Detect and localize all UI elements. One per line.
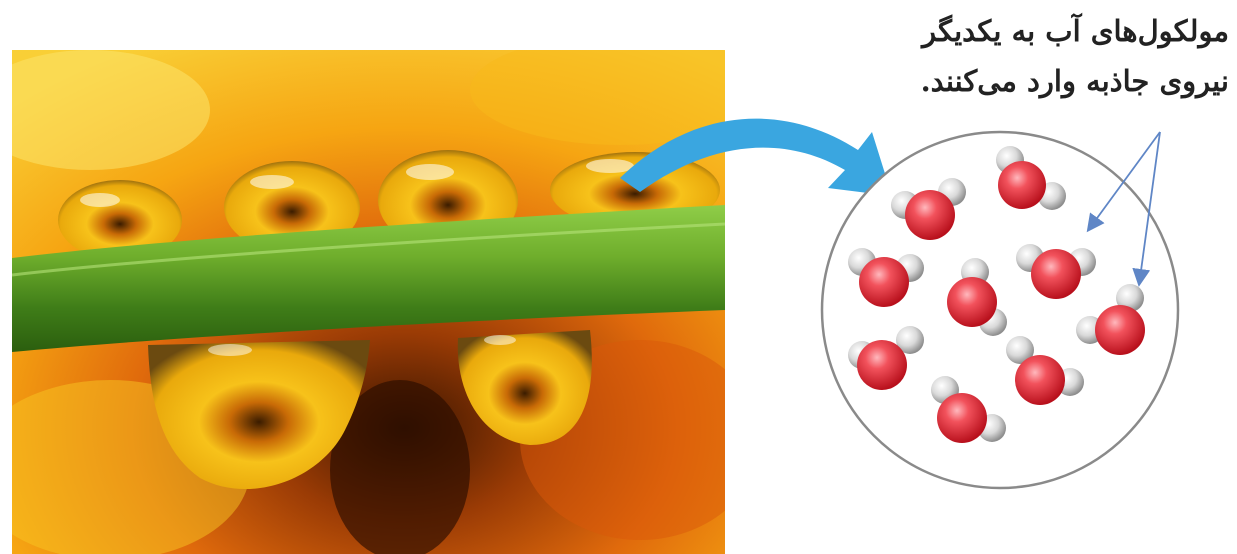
petal-blur [12, 50, 210, 170]
water-molecule [891, 178, 966, 240]
photo-area [12, 50, 725, 554]
water-molecule [1016, 244, 1096, 299]
water-molecule [1076, 284, 1145, 355]
water-molecule [848, 326, 924, 390]
flower-center-blur [330, 380, 470, 554]
water-molecule [931, 376, 1006, 443]
droplet-hanging-1 [148, 340, 370, 490]
caption-line-1: مولکول‌های آب به یکدیگر [922, 14, 1229, 48]
water-molecule [947, 258, 1007, 336]
water-molecule [1006, 336, 1084, 405]
caption-line-2: نیروی جاذبه وارد می‌کنند. [920, 64, 1229, 98]
molecules-circle [820, 130, 1180, 490]
plant-stem [12, 205, 725, 352]
droplet-hanging-2 [457, 330, 592, 445]
water-molecule [848, 248, 924, 307]
droplet-top-1 [58, 180, 182, 260]
water-molecule [996, 146, 1066, 210]
curved-arrow-icon [620, 118, 892, 196]
caption: مولکول‌های آب به یکدیگر نیروی جاذبه وارد… [799, 6, 1229, 106]
pointer-lines [1086, 131, 1161, 287]
petal-blur [470, 50, 725, 145]
